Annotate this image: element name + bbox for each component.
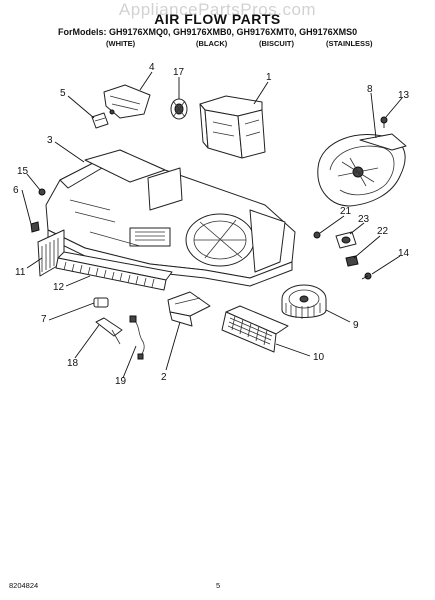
callout-numbers: 1 2 3 4 5 6 7 8 9 10 11 12 13 14 15 17 1… [13,62,410,387]
callout-8: 8 [367,84,373,95]
callout-7: 7 [41,314,47,325]
damper-bracket [103,84,151,119]
callout-3: 3 [47,135,53,146]
callout-6: 6 [13,185,19,196]
switch-7 [93,297,109,308]
callout-4: 4 [149,62,155,73]
callout-9: 9 [353,320,359,331]
models-line: ForModels: GH9176XMQ0, GH9176XMB0, GH917… [58,27,358,37]
color-label-stainless: (STAINLESS) [326,39,373,48]
bracket-18 [95,317,123,345]
screw-13 [380,116,388,128]
callout-14: 14 [398,248,410,259]
wire-harness [129,315,145,360]
blower-wheel [281,284,327,319]
callout-2: 2 [161,372,167,383]
damper-door [167,291,211,327]
screw-14 [361,272,372,280]
callout-10: 10 [313,352,325,363]
base-housing [30,149,296,287]
callout-17: 17 [173,67,185,78]
callout-21: 21 [340,206,352,217]
damper-clip [91,112,109,129]
callout-11: 11 [15,267,26,278]
callout-5: 5 [60,88,66,99]
color-label-biscuit: (BISCUIT) [259,39,294,48]
callout-1: 1 [266,72,272,83]
callout-22: 22 [377,226,389,237]
callout-18: 18 [67,358,79,369]
callout-13: 13 [398,90,410,101]
color-label-white: (WHITE) [106,39,136,48]
page-number: 5 [216,581,221,590]
color-label-black: (BLACK) [196,39,228,48]
callout-15: 15 [17,166,29,177]
motor-coupler [170,98,188,120]
callout-12: 12 [53,282,65,293]
leader-lines [21,71,403,379]
watermark: AppliancePartsPros.com [118,0,317,19]
motor-hardware [313,231,359,267]
filter-strip [55,251,173,291]
blower-housing [317,133,407,207]
doc-number: 8204824 [9,581,39,590]
grease-filter [221,305,289,353]
air-duct [199,95,266,159]
callout-19: 19 [115,376,127,387]
callout-23: 23 [358,214,370,225]
page-title: AIR FLOW PARTS [154,11,281,27]
